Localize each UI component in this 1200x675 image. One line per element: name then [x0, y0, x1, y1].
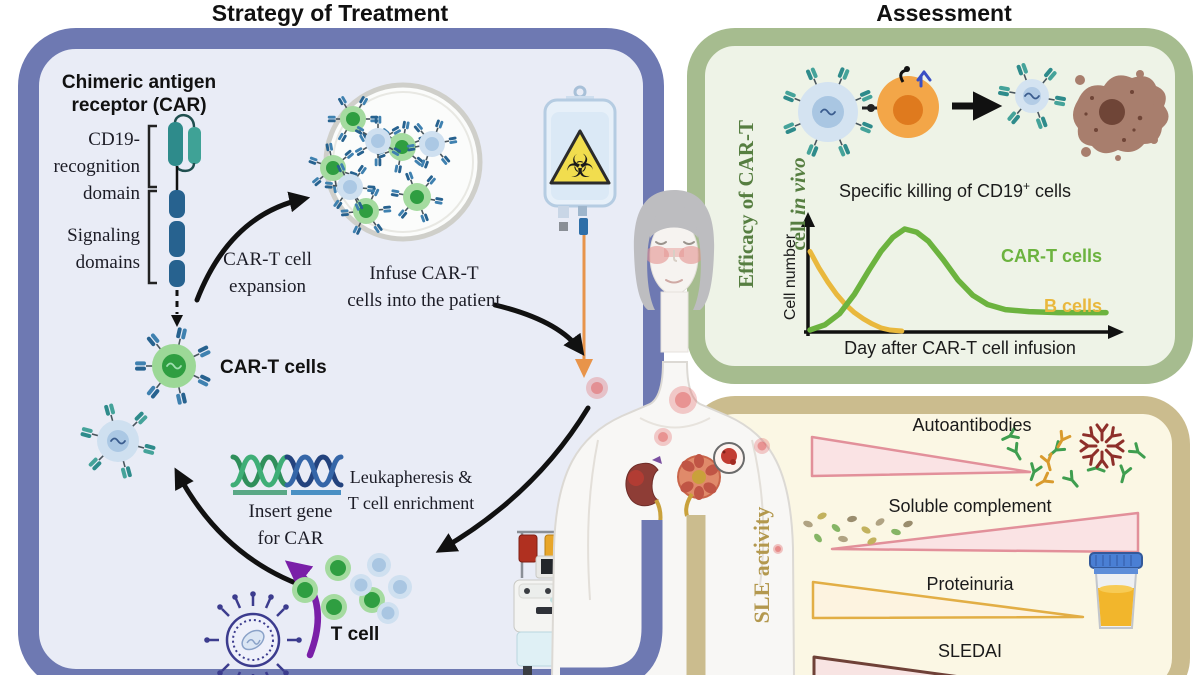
assessment-title: Assessment	[876, 0, 1012, 26]
cd19-domain-label: CD19- recognition domain	[53, 129, 140, 204]
insert-gene-label: Insert gene for CAR	[248, 501, 333, 549]
specific-killing-caption: Specific killing of CD19+ cells	[838, 179, 1072, 201]
chart-x-axis-label: Day after CAR-T cell infusion	[844, 338, 1076, 358]
legend-b-cells: B cells	[1043, 296, 1102, 316]
proteinuria-label: Proteinuria	[926, 574, 1014, 594]
car-receptor-label: Chimeric antigen receptor (CAR)	[61, 72, 217, 116]
in-vivo-italic: in vivo	[786, 157, 810, 216]
efficacy-side-label: Efficacy of CAR-T cell in vivo	[734, 120, 810, 288]
expansion-label: CAR-T cell expansion	[223, 249, 312, 297]
chart-y-axis-label: Cell number	[782, 233, 799, 321]
car-t-cells-label: CAR-T cells	[220, 357, 327, 378]
signaling-domains-label: Signaling domains	[67, 225, 140, 273]
strategy-title: Strategy of Treatment	[211, 0, 449, 26]
sle-side-label: SLE activity	[749, 506, 774, 624]
autoantibodies-label: Autoantibodies	[912, 415, 1032, 435]
chart-legend: CAR-T cells B cells	[990, 219, 1102, 344]
infuse-label: Infuse CAR-T cells into the patient	[347, 263, 501, 311]
soluble-complement-label: Soluble complement	[888, 496, 1052, 516]
leukapheresis-label: Leukapheresis & T cell enrichment	[347, 467, 475, 513]
t-cell-label: T cell	[330, 624, 380, 645]
legend-car-t-cells: CAR-T cells	[1000, 246, 1102, 266]
sledai-label: SLEDAI	[937, 641, 1003, 661]
